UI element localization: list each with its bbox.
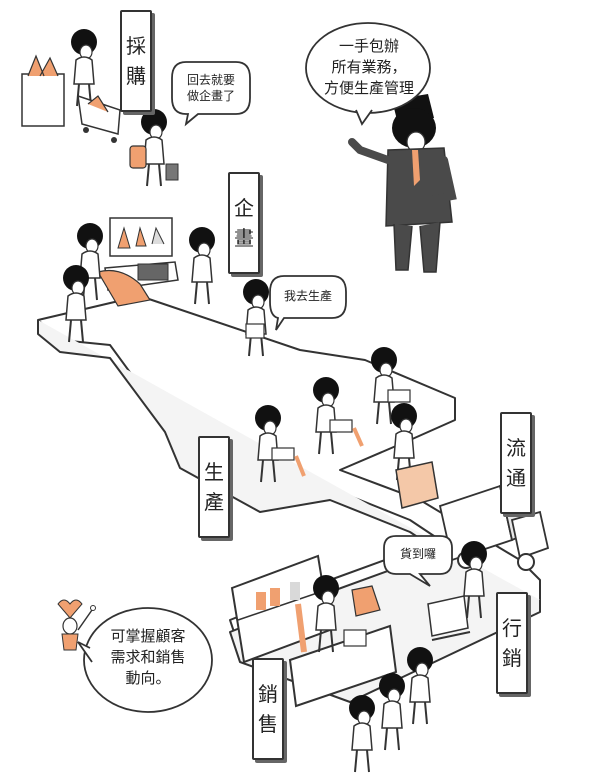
bubble-all-in-one: 一手包辦 所有業務， 方便生產管理 bbox=[323, 37, 414, 97]
bubble-go-produce: 我去生產 bbox=[283, 289, 332, 303]
bubble-back-to-plan: 回去就要 做企畫了 bbox=[186, 73, 235, 103]
marketing-scene bbox=[427, 540, 488, 641]
sign-char: 購 bbox=[126, 64, 146, 88]
sign-char: 行 bbox=[502, 616, 522, 640]
sign-marketing: 行 銷 bbox=[496, 592, 528, 694]
sign-char: 生 bbox=[204, 460, 224, 484]
sign-char: 銷 bbox=[258, 682, 278, 706]
sign-logistics: 流 通 bbox=[500, 412, 532, 514]
bubble-arrived: 貨到囉 bbox=[399, 547, 436, 561]
production-scene bbox=[254, 346, 439, 509]
purchase-scene bbox=[21, 28, 179, 187]
bubble-grasp-demand: 可掌握顧客 需求和銷售 動向。 bbox=[110, 627, 186, 687]
sign-char: 畫 bbox=[234, 226, 254, 250]
speech-bubbles bbox=[77, 22, 453, 713]
cupid-figure bbox=[57, 599, 96, 651]
manager-figure bbox=[348, 94, 457, 273]
store-scene bbox=[230, 554, 434, 773]
sign-char: 銷 bbox=[502, 646, 522, 670]
sign-char: 產 bbox=[204, 490, 224, 514]
sign-char: 採 bbox=[126, 34, 146, 58]
sign-char: 通 bbox=[506, 466, 526, 490]
delivery-truck bbox=[438, 478, 550, 571]
sign-sales: 銷 售 bbox=[252, 658, 284, 760]
sign-purchase: 採 購 bbox=[120, 10, 152, 112]
sign-char: 售 bbox=[258, 712, 278, 736]
sign-planning: 企 畫 bbox=[228, 172, 260, 274]
planning-scene bbox=[62, 217, 270, 357]
sign-char: 企 bbox=[234, 196, 254, 220]
sign-production: 生 產 bbox=[198, 436, 230, 538]
sign-char: 流 bbox=[506, 436, 526, 460]
